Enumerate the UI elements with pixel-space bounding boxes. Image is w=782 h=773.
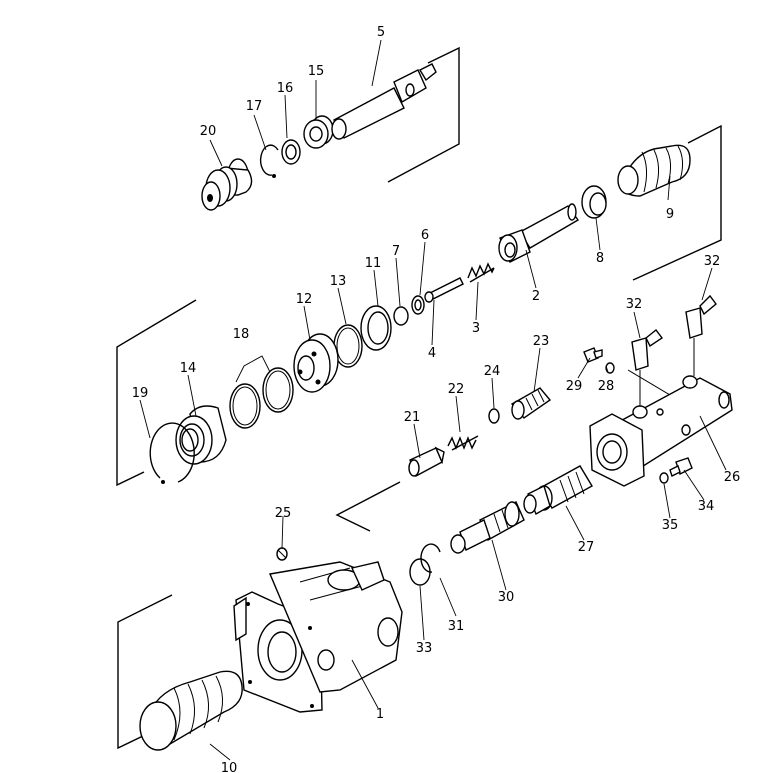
label-13: 13 bbox=[330, 274, 347, 289]
label-3: 3 bbox=[472, 321, 480, 336]
part-6-ring bbox=[411, 295, 425, 315]
label-1: 1 bbox=[376, 707, 384, 722]
part-5-shaft bbox=[331, 63, 437, 140]
label-35: 35 bbox=[662, 518, 679, 533]
label-27: 27 bbox=[578, 540, 595, 555]
part-21-plunger bbox=[408, 446, 445, 477]
part-18-o-rings bbox=[229, 355, 294, 429]
label-21: 21 bbox=[404, 410, 421, 425]
part-30-spool bbox=[450, 501, 525, 554]
part-12-piston bbox=[293, 333, 339, 393]
label-2: 2 bbox=[532, 289, 540, 304]
part-32-fitting-a bbox=[631, 329, 664, 406]
label-15: 15 bbox=[308, 64, 325, 79]
label-34: 34 bbox=[698, 499, 715, 514]
label-9: 9 bbox=[666, 207, 674, 222]
label-22: 22 bbox=[448, 382, 465, 397]
part-34-bolt bbox=[669, 457, 693, 477]
part-1-housing bbox=[233, 561, 403, 713]
label-33: 33 bbox=[416, 641, 433, 656]
part-11-ring bbox=[360, 305, 392, 351]
label-26: 26 bbox=[724, 470, 741, 485]
label-17: 17 bbox=[246, 99, 263, 114]
label-20: 20 bbox=[200, 124, 217, 139]
part-2-piston bbox=[498, 203, 580, 263]
leader-lines bbox=[139, 39, 727, 761]
label-4: 4 bbox=[428, 346, 436, 361]
part-35-washer bbox=[659, 472, 669, 484]
part-16-washer bbox=[281, 139, 301, 165]
part-27-valve bbox=[523, 465, 593, 516]
label-25: 25 bbox=[275, 506, 292, 521]
label-8: 8 bbox=[596, 251, 604, 266]
label-7: 7 bbox=[392, 244, 400, 259]
part-23-plug bbox=[510, 387, 552, 420]
part-10-boot bbox=[139, 670, 243, 751]
part-31-snap-ring bbox=[420, 543, 441, 573]
label-32b: 32 bbox=[626, 297, 643, 312]
part-14-piston bbox=[175, 405, 227, 465]
label-19: 19 bbox=[132, 386, 149, 401]
part-32-fitting-b bbox=[685, 294, 717, 376]
part-8-seal bbox=[581, 185, 607, 219]
label-24: 24 bbox=[484, 364, 501, 379]
label-30: 30 bbox=[498, 590, 515, 605]
label-5: 5 bbox=[377, 25, 385, 40]
part-17-snap-ring bbox=[259, 144, 279, 178]
label-11: 11 bbox=[365, 256, 382, 271]
label-23: 23 bbox=[533, 334, 550, 349]
label-6: 6 bbox=[421, 228, 429, 243]
part-number-labels: 1 2 3 4 5 6 7 8 9 10 11 12 13 14 15 16 1… bbox=[132, 25, 741, 773]
label-10: 10 bbox=[221, 761, 238, 773]
part-7-ring bbox=[393, 306, 409, 326]
label-28: 28 bbox=[598, 379, 615, 394]
label-31: 31 bbox=[448, 619, 465, 634]
label-14: 14 bbox=[180, 361, 197, 376]
label-18: 18 bbox=[233, 327, 250, 342]
part-33-o-ring bbox=[409, 558, 431, 586]
part-28-washer bbox=[605, 362, 615, 374]
part-9-boot bbox=[617, 144, 691, 197]
part-19-snap-ring bbox=[149, 422, 195, 484]
part-22-spring bbox=[447, 435, 479, 451]
part-3-spring bbox=[467, 262, 495, 283]
part-15-bearing bbox=[303, 115, 334, 149]
label-32a: 32 bbox=[704, 254, 721, 269]
part-25-plug bbox=[276, 547, 288, 561]
part-20-boot bbox=[201, 158, 253, 211]
label-12: 12 bbox=[296, 292, 313, 307]
part-29-bolt bbox=[583, 347, 603, 363]
part-4-rod bbox=[424, 277, 464, 303]
label-16: 16 bbox=[277, 81, 294, 96]
part-26-valve-body bbox=[589, 375, 733, 487]
part-24-ring bbox=[488, 408, 500, 424]
label-29: 29 bbox=[566, 379, 583, 394]
